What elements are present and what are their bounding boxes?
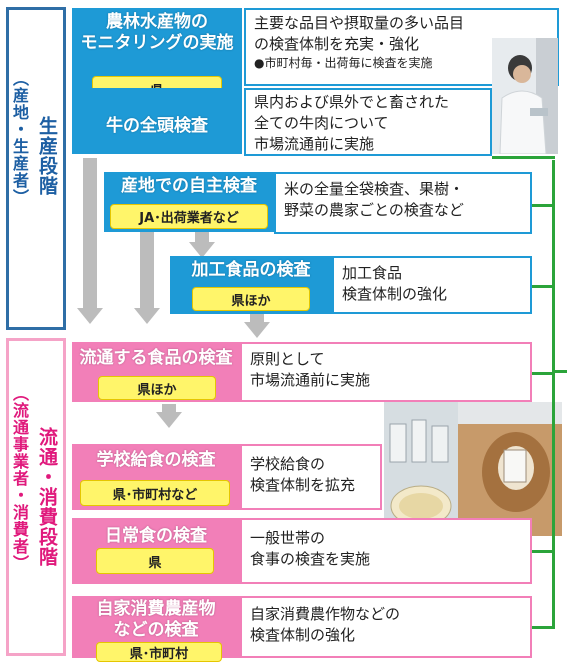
distributed-desc-line1: 原則として [250, 350, 325, 368]
flow-arrow-shaft-1 [83, 158, 97, 308]
voluntary-title: 産地での自主検査 [121, 176, 257, 196]
distribution-stage-sublabel: （流通事業者・消費者） [10, 385, 29, 572]
monitoring-title-line2: モニタリングの実施 [80, 33, 234, 53]
flow-arrow-head-3 [189, 242, 215, 258]
flow-arrow-shaft-5 [162, 404, 176, 412]
daily-diet-desc-line2: 食事の検査を実施 [250, 550, 371, 568]
cattle-desc: 県内および県外でと畜された 全ての牛肉について 市場流通前に実施 [244, 88, 492, 156]
flow-arrow-head-1 [77, 308, 103, 324]
bracket-tick-voluntary [532, 204, 555, 207]
daily-diet-tag: 県 [96, 548, 214, 574]
home-produce-desc-line1: 自家消費農作物などの [250, 605, 401, 623]
monitoring-desc-line1: 主要な品目や摂取量の多い品目 [254, 14, 465, 32]
processed-title: 加工食品の検査 [191, 260, 311, 280]
voluntary-desc-line1: 米の全量全袋検査、果樹・ [284, 180, 465, 198]
bracket-tick-daily-diet [532, 550, 555, 553]
cattle-desc-line2: 全ての牛肉について [254, 114, 389, 132]
school-lunch-tag: 県･市町村など [80, 480, 230, 506]
flow-arrow-head-4 [244, 322, 270, 338]
flow-arrow-shaft-4 [250, 312, 264, 322]
distribution-stage-label: 流通・消費段階 [36, 427, 58, 567]
bracket-tick-cattle [492, 156, 555, 159]
flow-arrow-shaft-2 [140, 232, 154, 308]
daily-diet-desc-line1: 一般世帯の [250, 529, 326, 547]
flow-arrow-head-5 [156, 412, 182, 428]
school-lunch-desc: 学校給食の 検査体制を拡充 [240, 444, 382, 510]
bracket-tick-home-produce [532, 626, 555, 629]
sample-prep-illustration [384, 402, 458, 536]
cattle-title-box: 牛の全頭検査 [72, 88, 242, 154]
processed-desc-line1: 加工食品 [342, 264, 403, 282]
school-lunch-title: 学校給食の検査 [96, 450, 216, 470]
distributed-desc-line2: 市場流通前に実施 [250, 371, 371, 389]
flow-arrow-head-2 [134, 308, 160, 324]
home-produce-title-line2: などの検査 [113, 620, 199, 640]
bracket-tick-processed [532, 285, 555, 288]
school-lunch-desc-line1: 学校給食の [250, 455, 326, 473]
distributed-desc: 原則として 市場流通前に実施 [240, 342, 532, 402]
production-stage-label: 生産段階 [36, 116, 58, 196]
home-produce-desc-line2: 検査体制の強化 [250, 626, 356, 644]
daily-diet-title: 日常食の検査 [105, 526, 207, 546]
voluntary-desc: 米の全量全袋検査、果樹・ 野菜の農家ごとの検査など [274, 172, 532, 234]
voluntary-desc-line2: 野菜の農家ごとの検査など [284, 201, 464, 219]
daily-diet-desc: 一般世帯の 食事の検査を実施 [240, 518, 532, 584]
lab-worker-illustration [492, 38, 558, 154]
distributed-tag: 県ほか [98, 376, 216, 400]
distributed-title: 流通する食品の検査 [79, 348, 233, 368]
distribution-stage-frame: （流通事業者・消費者） 流通・消費段階 [6, 338, 66, 656]
detector-illustration [458, 402, 562, 536]
sample-prep-photo [384, 402, 458, 536]
production-stage-sublabel: （産地・生産者） [10, 70, 29, 206]
school-lunch-desc-line2: 検査体制を拡充 [250, 476, 356, 494]
monitoring-desc-line2: の検査体制を充実・強化 [254, 35, 420, 53]
monitoring-title-box: 農林水産物の モニタリングの実施 [72, 8, 242, 88]
monitoring-note: ●市町村毎・出荷毎に検査を実施 [254, 56, 433, 70]
voluntary-tag: JA･出荷業者など [110, 204, 268, 229]
production-stage-frame: （産地・生産者） 生産段階 [6, 7, 66, 330]
home-produce-desc: 自家消費農作物などの 検査体制の強化 [240, 596, 532, 658]
processed-desc: 加工食品 検査体制の強化 [332, 256, 532, 314]
cattle-title: 牛の全頭検査 [106, 115, 208, 136]
cattle-desc-line1: 県内および県外でと畜された [254, 93, 450, 111]
processed-tag: 県ほか [192, 287, 310, 311]
processed-desc-line2: 検査体制の強化 [342, 285, 448, 303]
cattle-desc-line3: 市場流通前に実施 [254, 135, 375, 153]
lab-worker-photo [492, 38, 558, 154]
bracket-tick-center [555, 370, 567, 373]
home-produce-tag: 県･市町村 [96, 642, 222, 662]
monitoring-title-line1: 農林水産物の [106, 12, 208, 32]
bracket-tick-distributed [532, 372, 555, 375]
home-produce-title-line1: 自家消費農産物 [96, 599, 216, 619]
detector-photo [458, 402, 562, 536]
flow-arrow-shaft-3 [195, 232, 209, 242]
bracket-vertical-line [552, 160, 555, 628]
